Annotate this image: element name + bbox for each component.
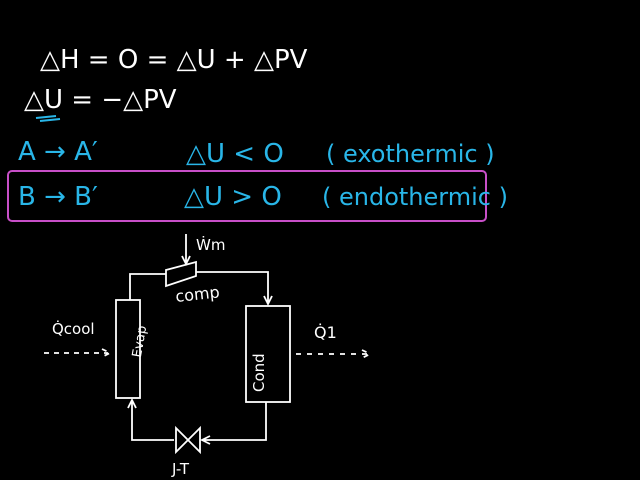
pipe-valve-to-evap <box>127 397 174 441</box>
process-a-label: ( exothermic ) <box>326 140 495 168</box>
pipe-cond-to-valve <box>199 402 267 445</box>
refrigeration-cycle <box>44 234 373 455</box>
highlight-box <box>7 170 487 222</box>
heat-out-label: Q̇1 <box>314 323 337 342</box>
process-a-path: A → A′ <box>18 137 98 167</box>
equation-internal-energy: △U = −△PV <box>24 85 177 115</box>
evaporator-label: Evap <box>130 324 150 358</box>
pipe-comp-to-cond <box>196 271 273 307</box>
jt-valve-symbol <box>175 425 201 455</box>
evaporator-box <box>115 299 141 399</box>
heat-out-arrow <box>296 349 373 359</box>
heat-in-label: Q̇cool <box>52 319 95 338</box>
work-label: Ẇm <box>196 235 225 254</box>
process-b-label: ( endothermic ) <box>322 183 508 211</box>
process-b-condition: △U > O <box>184 182 282 212</box>
valve-label: J-T <box>171 460 190 478</box>
underline-squiggle <box>35 115 61 122</box>
compressor-symbol <box>165 260 197 288</box>
condenser-label: Cond <box>250 353 268 392</box>
work-arrow <box>181 234 191 267</box>
process-b-path: B → B′ <box>18 182 98 212</box>
equation-enthalpy: △H = O = △U + △PV <box>40 45 308 75</box>
compressor-label: comp <box>174 282 220 306</box>
pipe-evap-to-comp <box>129 273 166 300</box>
heat-in-arrow <box>44 348 113 358</box>
process-a-condition: △U < O <box>186 139 284 169</box>
